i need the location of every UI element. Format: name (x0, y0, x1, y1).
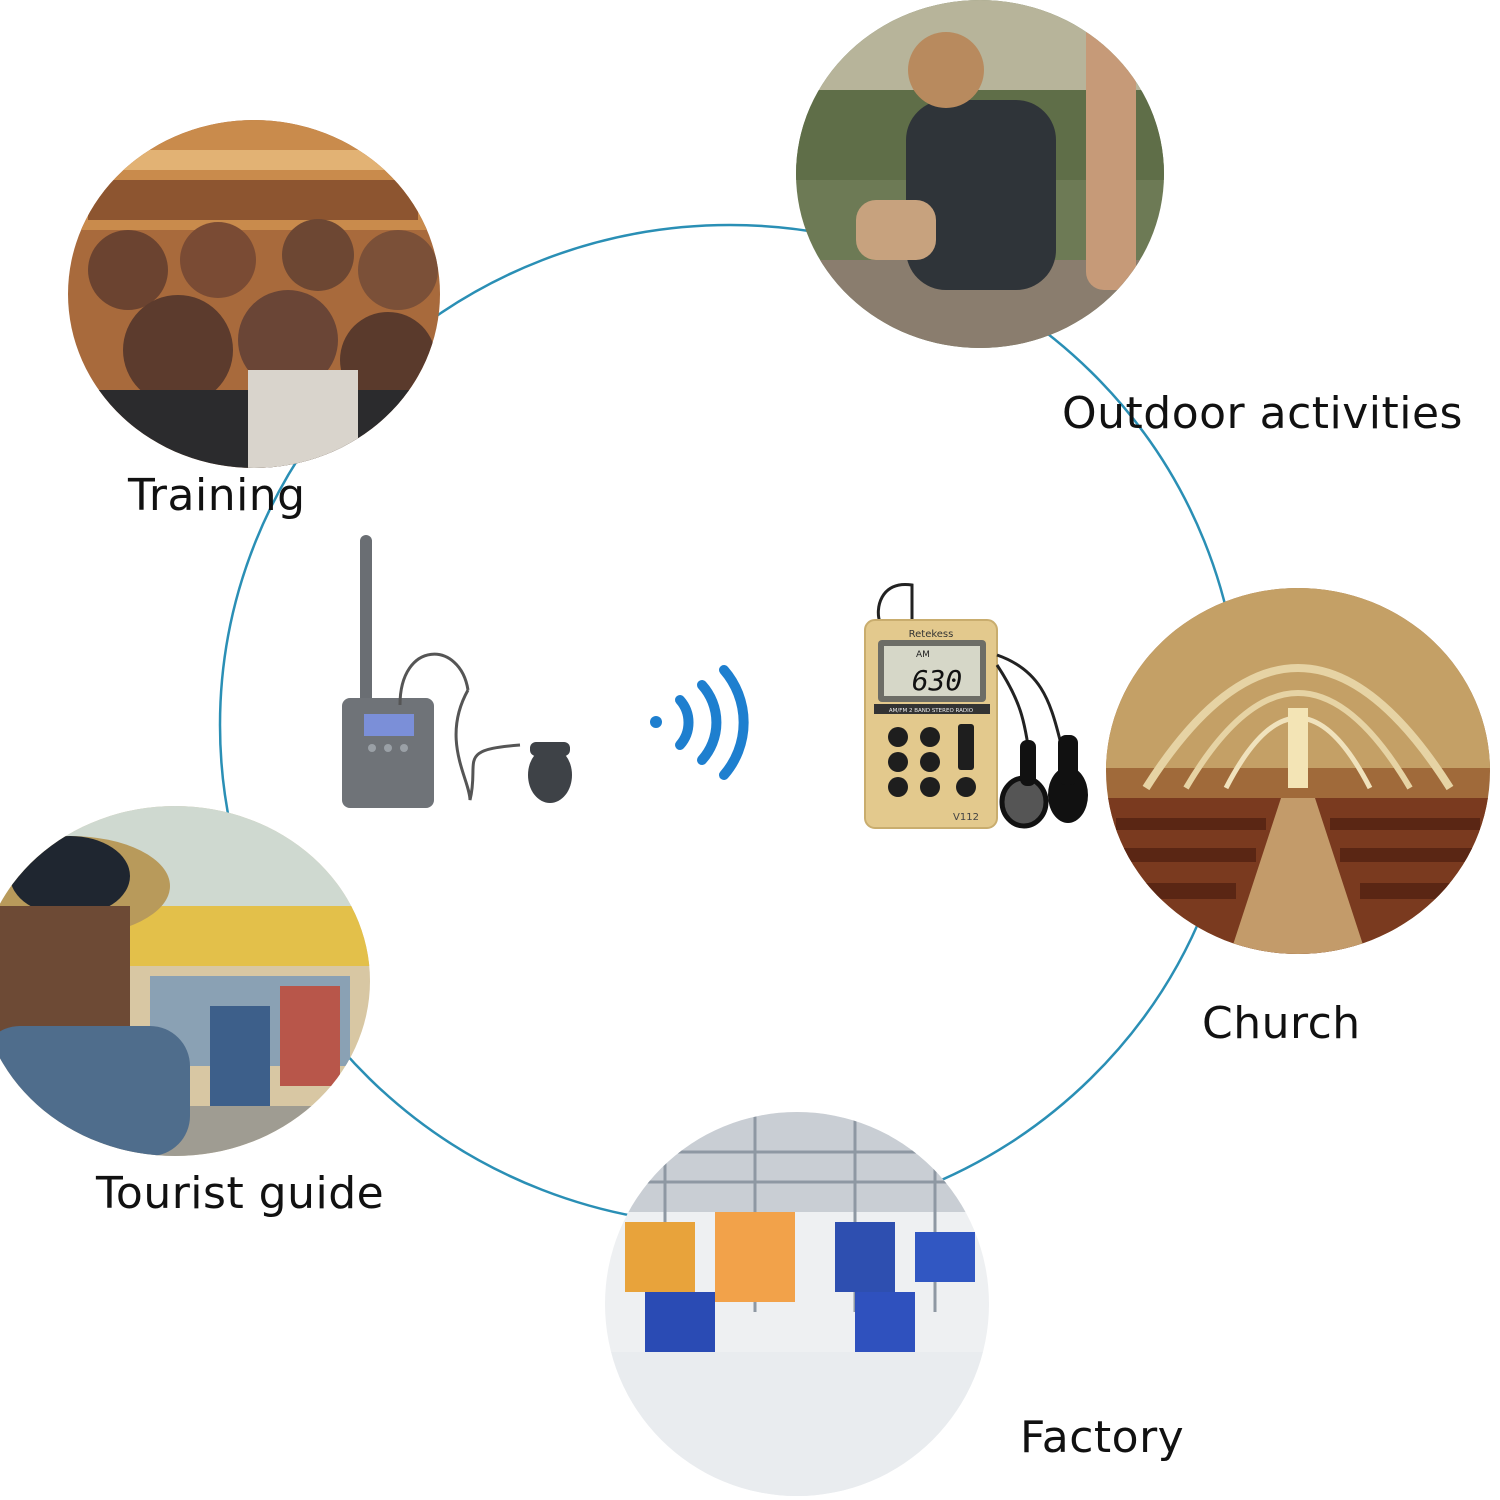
earphones-icon (995, 653, 1088, 829)
receiver-frequency: 630 (912, 664, 963, 697)
transmitter-device (342, 535, 572, 808)
factory-label: Factory (1020, 1412, 1185, 1463)
church-label: Church (1202, 998, 1361, 1049)
lapel-microphone-icon (454, 689, 572, 803)
training-label: Training (128, 470, 306, 521)
receiver-band: AM (916, 650, 930, 660)
receiver-tagline: AM/FM 2 BAND STEREO RADIO (889, 708, 974, 714)
tourist-label: Tourist guide (96, 1168, 385, 1219)
receiver-device (864, 583, 998, 829)
tourist-photo (0, 806, 370, 1156)
receiver-model: V112 (953, 812, 979, 823)
outdoor-label: Outdoor activities (1062, 388, 1463, 439)
signal-waves-icon (650, 665, 749, 780)
receiver-brand: Retekess (909, 629, 954, 640)
